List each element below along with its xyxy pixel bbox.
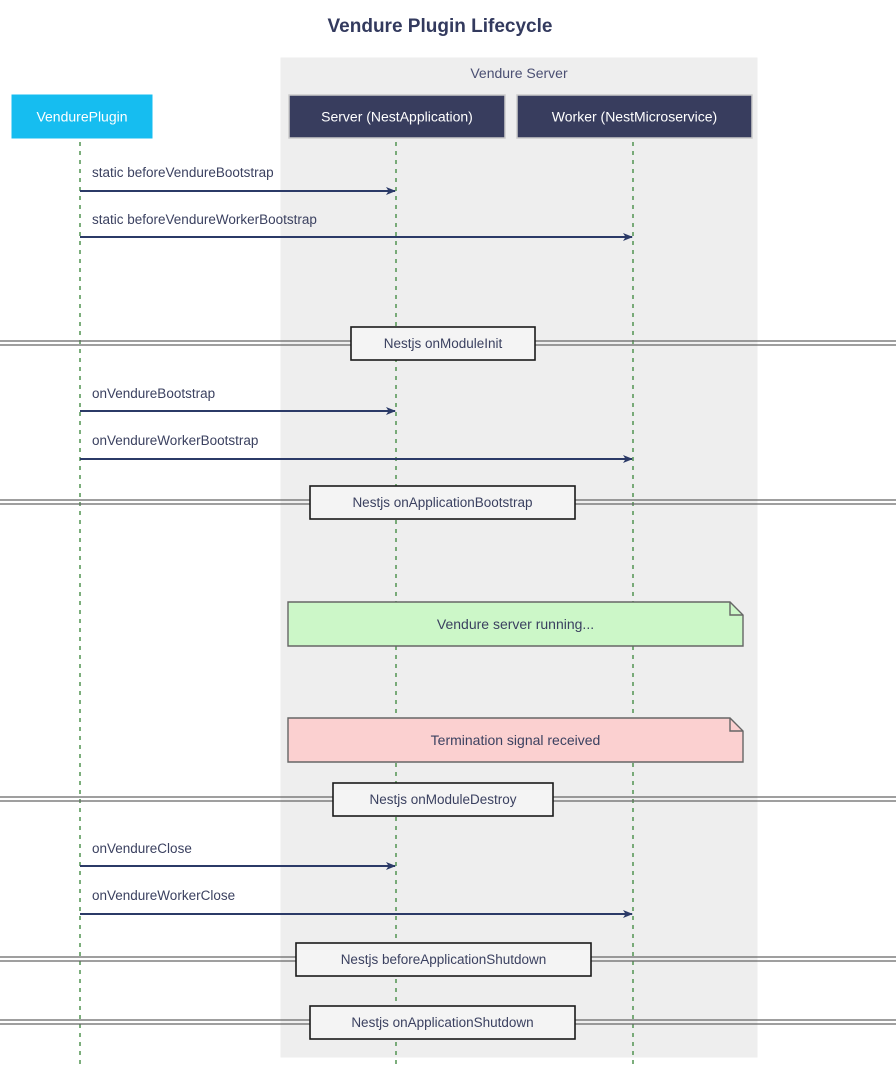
actor-label-server: Server (NestApplication): [321, 109, 473, 125]
divider-0: Nestjs onModuleInit: [0, 326, 896, 361]
actor-box-server[interactable]: [288, 94, 506, 139]
group-background: [280, 57, 758, 1058]
message-label-4: onVendureClose: [92, 841, 192, 856]
message-2: onVendureBootstrap: [80, 386, 396, 415]
divider-2: Nestjs onModuleDestroy: [0, 782, 896, 817]
divider-label-0: Nestjs onModuleInit: [384, 336, 503, 351]
divider-3: Nestjs beforeApplicationShutdown: [0, 942, 896, 977]
note-1: Termination signal received: [287, 717, 744, 763]
group-vendure-server: Vendure Server: [280, 57, 758, 1058]
note-shape-0: [287, 601, 744, 647]
note-fold-corner-0: [729, 602, 743, 616]
divider-label-1: Nestjs onApplicationBootstrap: [352, 495, 532, 510]
actor-label-worker: Worker (NestMicroservice): [552, 109, 717, 125]
message-label-5: onVendureWorkerClose: [92, 888, 235, 903]
note-fold-corner-1: [729, 718, 743, 732]
actor-worker[interactable]: Worker (NestMicroservice): [516, 94, 753, 139]
divider-label-3: Nestjs beforeApplicationShutdown: [341, 952, 547, 967]
divider-box-4: [309, 1005, 576, 1040]
divider-box-3: [295, 942, 592, 977]
message-5: onVendureWorkerClose: [80, 888, 633, 918]
message-label-3: onVendureWorkerBootstrap: [92, 433, 258, 448]
divider-label-4: Nestjs onApplicationShutdown: [351, 1015, 533, 1030]
note-label-1: Termination signal received: [431, 732, 601, 748]
message-label-2: onVendureBootstrap: [92, 386, 215, 401]
divider-1: Nestjs onApplicationBootstrap: [0, 485, 896, 520]
actor-box-plugin[interactable]: [11, 94, 153, 139]
divider-box-2: [332, 782, 554, 817]
page-title: Vendure Plugin Lifecycle: [328, 16, 553, 37]
message-label-1: static beforeVendureWorkerBootstrap: [92, 212, 317, 227]
message-3: onVendureWorkerBootstrap: [80, 433, 633, 463]
divider-box-1: [309, 485, 576, 520]
divider-4: Nestjs onApplicationShutdown: [0, 1005, 896, 1040]
actor-label-plugin: VendurePlugin: [36, 109, 127, 125]
actors-layer: VendurePlugin Server (NestApplication) Wor…: [11, 94, 753, 139]
divider-label-2: Nestjs onModuleDestroy: [369, 792, 516, 807]
actor-box-worker[interactable]: [516, 94, 753, 139]
message-1: static beforeVendureWorkerBootstrap: [80, 212, 633, 241]
message-4: onVendureClose: [80, 841, 396, 870]
message-label-0: static beforeVendureBootstrap: [92, 165, 274, 180]
note-shape-1: [287, 717, 744, 763]
note-label-0: Vendure server running...: [437, 616, 594, 632]
note-0: Vendure server running...: [287, 601, 744, 647]
divider-box-0: [350, 326, 536, 361]
messages-layer: static beforeVendureBootstrap static befo…: [80, 165, 633, 918]
actor-server[interactable]: Server (NestApplication): [288, 94, 506, 139]
message-0: static beforeVendureBootstrap: [80, 165, 396, 195]
notes-layer: Vendure server running... Termination sig…: [287, 601, 744, 763]
group-label: Vendure Server: [470, 65, 568, 81]
actor-plugin[interactable]: VendurePlugin: [11, 94, 153, 139]
